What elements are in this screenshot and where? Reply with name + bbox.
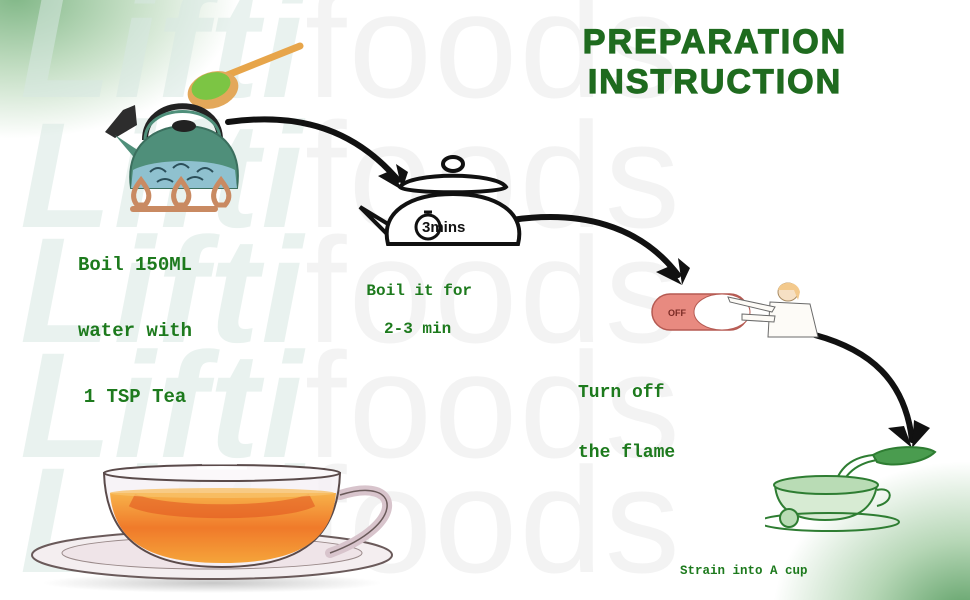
stove-base: [130, 206, 218, 212]
page-title: PREPARATION INSTRUCTION: [500, 22, 930, 102]
step-3-caption: Turn off the flame: [578, 383, 676, 463]
tea-cup-icon: [31, 461, 393, 593]
switch-label: OFF: [668, 308, 686, 318]
step-2-caption: Boil it for 2-3 min: [366, 282, 473, 338]
step-4-caption: Strain into A cup and enjoy the drink: [680, 564, 808, 578]
arrow-step3-to-step4: [812, 332, 915, 443]
timer-label: 3mins: [422, 219, 465, 236]
arrowhead-icon: [888, 420, 930, 448]
arrow-step2-to-step3: [509, 214, 681, 278]
pouring-tea-icon: [765, 446, 937, 532]
title-line-1: PREPARATION: [582, 22, 848, 61]
arrow-step1-to-step2: [225, 116, 401, 183]
step-1-caption: Boil 150ML water with 1 TSP Tea: [78, 254, 193, 408]
kettle-on-stove-icon: [105, 42, 304, 208]
off-switch-icon: OFF: [651, 282, 819, 338]
arrowhead-icon: [378, 164, 408, 190]
arrowhead-icon: [656, 258, 690, 285]
title-line-2: INSTRUCTION: [587, 62, 843, 101]
kettle-timer-icon: 3mins: [358, 155, 522, 246]
